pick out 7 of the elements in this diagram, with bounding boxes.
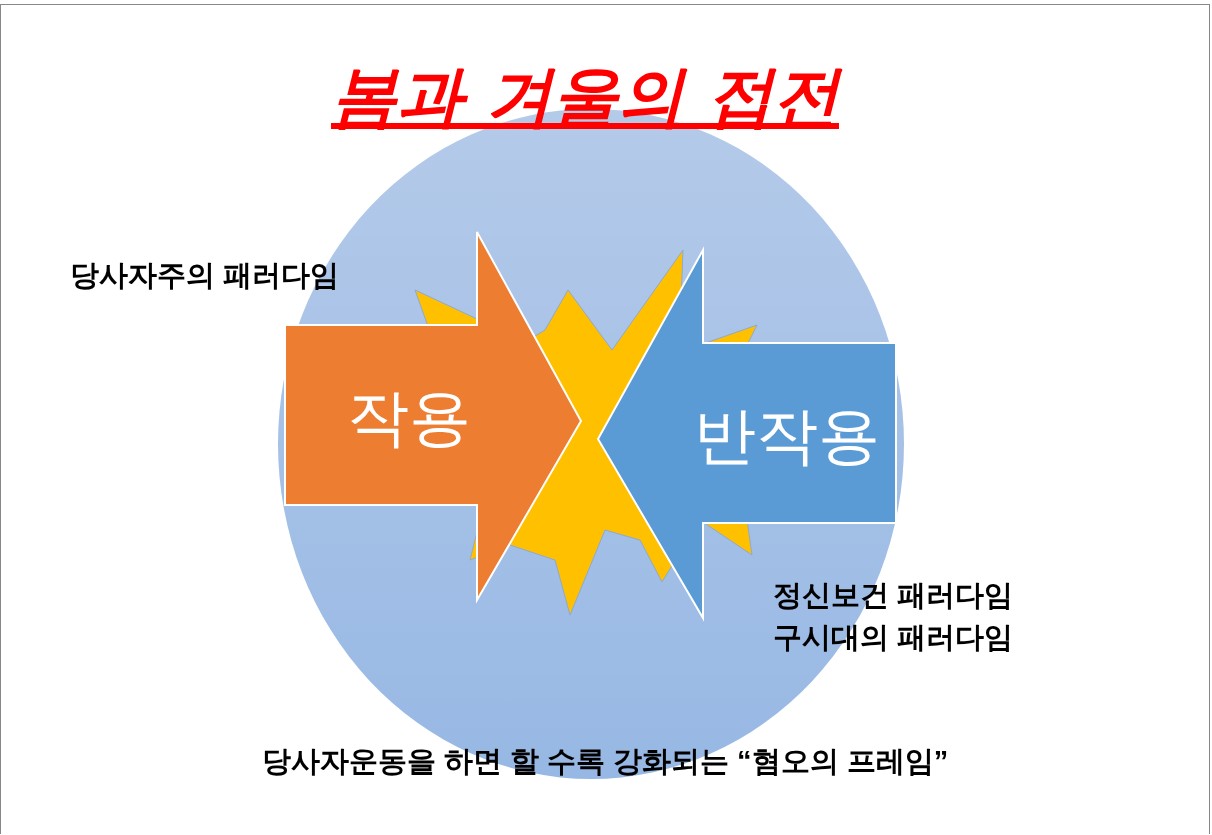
title: 봄과 겨울의 접전 <box>0 52 1170 142</box>
arrow-label: 작용 <box>347 382 471 454</box>
caption-text: 정신보건 패러다임 <box>773 578 1014 613</box>
arrow-label: 반작용 <box>694 400 880 472</box>
caption-text: 당사자운동을 하면 할 수록 강화되는 “혐오의 프레임” <box>261 744 949 779</box>
caption-text: 구시대의 패러다임 <box>773 620 1014 655</box>
caption-text: 당사자주의 패러다임 <box>70 258 340 293</box>
